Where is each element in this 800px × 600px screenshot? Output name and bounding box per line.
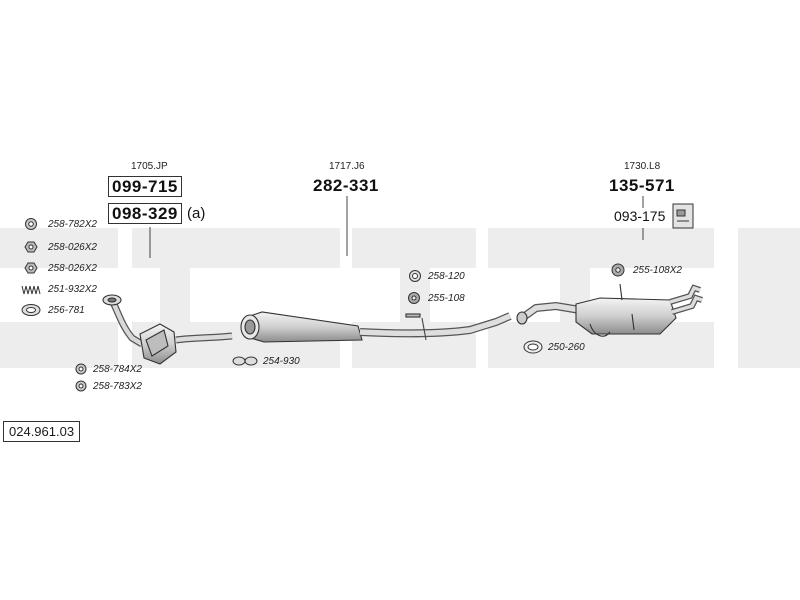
part-ref: 256-781 (48, 305, 85, 316)
part-ref: 258-026X2 (48, 242, 97, 253)
rear-assembly-code: 1730.L8 (624, 161, 661, 172)
gasket-icon (409, 270, 421, 282)
part-ref: 255-108X2 (633, 265, 682, 276)
part-ref: 255-108 (428, 293, 465, 304)
part-ref: 258-783X2 (93, 381, 142, 392)
part-ref: 254-930 (263, 356, 300, 367)
part-ref: 251-932X2 (48, 284, 97, 295)
leader-lines (149, 196, 644, 258)
front-part-number: 099-715 (108, 176, 182, 197)
ring-gasket-icon (21, 304, 41, 316)
front-secondary-part-number: 098-329 (108, 203, 182, 224)
part-ref: 258-026X2 (48, 263, 97, 274)
part-ref: 258-782X2 (48, 219, 97, 230)
centre-silencer-assembly (240, 311, 512, 343)
nut-icon (24, 241, 38, 253)
part-ref: 250-260 (548, 342, 585, 353)
diagram-id-label: 024.961.03 (3, 421, 81, 442)
rear-silencer-assembly (516, 283, 703, 337)
middle-assembly-code: 1717.J6 (329, 161, 365, 172)
washer-icon (75, 380, 87, 392)
clamp-icon (523, 340, 543, 354)
rubber-mount-icon (611, 263, 625, 277)
rear-secondary-part-number: 093-175 (614, 208, 666, 224)
gasket-icon (25, 218, 37, 230)
mounting-kit-icon (672, 203, 694, 229)
spring-icon (21, 285, 41, 295)
part-ref: 258-784X2 (93, 364, 142, 375)
washer-icon (75, 363, 87, 375)
part-ref: 258-120 (428, 271, 465, 282)
nut-icon (24, 262, 38, 274)
clamp-icon (232, 356, 258, 366)
front-assembly-code: 1705.JP (131, 161, 168, 172)
front-part-suffix: (a) (187, 205, 206, 222)
catalytic-converter-assembly (102, 294, 233, 365)
rear-part-number: 135-571 (609, 176, 675, 195)
middle-part-number: 282-331 (313, 176, 379, 195)
rubber-mount-icon (408, 292, 420, 304)
